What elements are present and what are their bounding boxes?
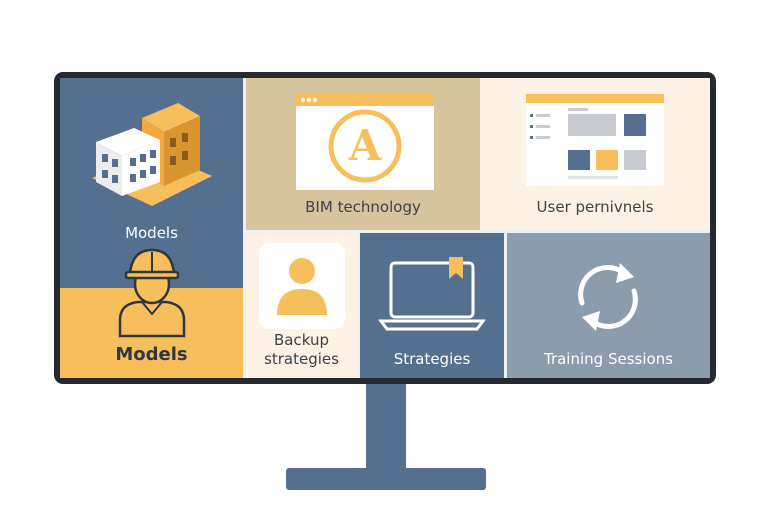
tile-strategies[interactable]: Strategies [360,233,504,378]
browser-letter-a-icon: A [296,94,434,190]
buildings-icon [92,103,212,206]
monitor-screen: Models Models A BIM te [60,78,710,378]
laptop-bookmark-icon [378,257,486,331]
monitor-stand-base [286,468,486,490]
monitor-stand-neck [366,384,406,476]
tile-backup-strategies[interactable]: Backup strategies [246,233,357,378]
tile-training-sessions[interactable]: Training Sessions [507,233,710,378]
tile-models[interactable]: Models [60,78,243,288]
tile-user-pernivnels-label: User pernivnels [536,198,654,216]
tile-worker-models-label: Models [115,344,188,365]
tile-backup-strategies-label: Backup strategies [264,331,339,368]
tile-bim-technology[interactable]: A BIM technology [246,78,480,230]
tile-bim-technology-label: BIM technology [305,198,421,216]
hardhat-worker-icon [118,248,186,338]
dashboard-window-icon [526,94,664,186]
sync-arrows-icon [578,263,638,331]
tile-user-pernivnels[interactable]: User pernivnels [480,78,710,230]
tile-training-sessions-label: Training Sessions [543,350,673,368]
tile-strategies-label: Strategies [393,350,471,368]
user-avatar-icon [259,243,345,329]
tile-models-label: Models [125,224,178,242]
letter-a-glyph: A [348,121,383,170]
